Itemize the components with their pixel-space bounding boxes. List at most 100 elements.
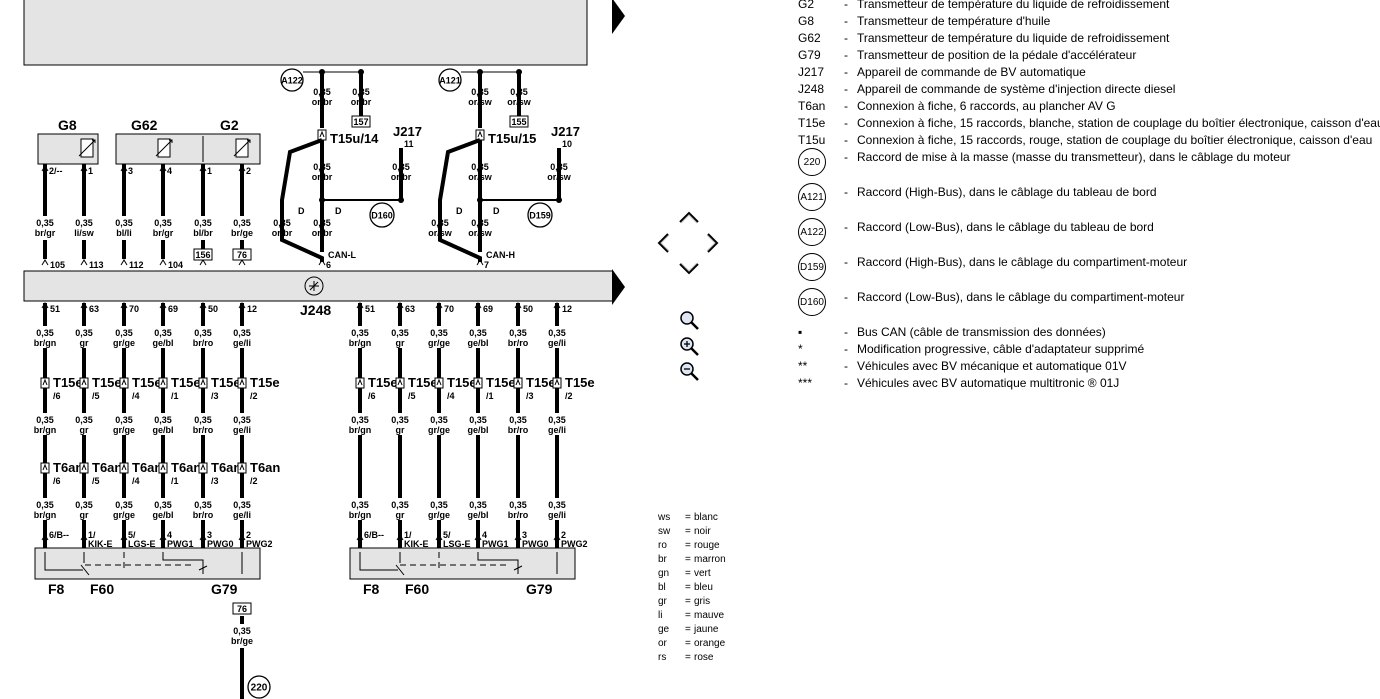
wire-section-label: 0,35 xyxy=(509,415,527,425)
wire-section-label: 0,35 xyxy=(273,218,291,228)
switch-f60-label: F60 xyxy=(405,581,429,597)
legend-description: Transmetteur de température du liquide d… xyxy=(857,31,1170,45)
switch-f60-label: F60 xyxy=(90,581,114,597)
potentiometer-symbol xyxy=(162,552,243,574)
section-next-arrow-icon[interactable] xyxy=(612,269,625,305)
legend-row: A121-Raccord (High-Bus), dans le câblage… xyxy=(798,183,1380,219)
color-code: gr xyxy=(658,596,667,607)
pedal-pin-number: 4 xyxy=(482,530,487,540)
t15e-connector-label: T15e xyxy=(53,375,83,390)
wire-label-background xyxy=(34,498,56,520)
connector-pin-mark xyxy=(397,378,403,386)
connector-pin-icon xyxy=(198,377,208,389)
j217-label: J217 xyxy=(551,124,580,139)
sensor-pin-arrow xyxy=(120,165,128,172)
d-label: D xyxy=(335,206,342,216)
wire-label-background xyxy=(73,326,95,348)
nav-up-icon[interactable] xyxy=(678,210,700,224)
wire-color-label: br/gn xyxy=(349,425,372,435)
d-label: D xyxy=(493,206,500,216)
legend-connection-circle: A121 xyxy=(798,183,826,211)
wire-label-background xyxy=(231,498,253,520)
connection-point-circle xyxy=(527,202,553,228)
control-unit-pin-number: 70 xyxy=(129,304,139,314)
d-label: D xyxy=(456,206,463,216)
control-unit-pin-number: 50 xyxy=(523,304,533,314)
color-name: blanc xyxy=(694,512,718,523)
wire-color-label: br/ro xyxy=(508,425,529,435)
upper-section-frame xyxy=(23,0,588,66)
pedal-pin-number: 6/B-- xyxy=(49,530,69,540)
junction-dot xyxy=(398,197,404,203)
wire-section-label: 0,35 xyxy=(352,87,370,97)
zoom-out-icon[interactable] xyxy=(678,360,700,382)
navigation-controls xyxy=(648,205,728,385)
connector-pin-icon xyxy=(395,377,405,389)
wire-section-label: 0,35 xyxy=(548,328,566,338)
nav-left-icon[interactable] xyxy=(656,232,670,254)
wire-color-label: bl/li xyxy=(116,228,132,238)
legend-row: G62-Transmetteur de température du liqui… xyxy=(798,30,1380,47)
legend-code: T15e xyxy=(798,116,826,130)
legend-separator: - xyxy=(844,185,848,199)
wire-label-background xyxy=(192,498,214,520)
connection-point-circle xyxy=(369,202,395,228)
sensor-pin-arrow xyxy=(356,534,364,541)
t15e-connector-label: T15e xyxy=(250,375,280,390)
connector-pin-mark xyxy=(200,463,206,471)
color-name: mauve xyxy=(694,610,725,621)
switch-link xyxy=(400,552,508,570)
t15e-connector-label: T15e xyxy=(408,375,438,390)
connector-pin-mark xyxy=(42,378,48,386)
control-unit-label: J248 xyxy=(300,302,331,318)
legend-description: Appareil de commande de système d'inject… xyxy=(857,82,1176,96)
wire-color-label: ge/bl xyxy=(467,338,488,348)
legend-code: G8 xyxy=(798,14,815,28)
color-code: ro xyxy=(658,540,667,551)
wire-section-label: 0,35 xyxy=(233,218,251,228)
page-prev-arrow-icon[interactable] xyxy=(612,0,625,34)
control-unit-pin-arrow xyxy=(199,259,207,266)
legend-separator: - xyxy=(844,220,848,234)
color-name: rose xyxy=(694,652,714,663)
nav-down-icon[interactable] xyxy=(678,262,700,276)
legend-separator: - xyxy=(844,342,848,356)
wire-section-label: 0,35 xyxy=(351,328,369,338)
zoom-icon[interactable] xyxy=(678,309,700,331)
color-equals: = xyxy=(685,582,691,593)
zoom-in-icon[interactable] xyxy=(678,335,700,357)
wire-label-background xyxy=(546,498,568,520)
reference-number: 156 xyxy=(195,250,210,260)
reference-box xyxy=(232,248,252,261)
wire-color-label: gr xyxy=(396,510,405,520)
wire-color-label: br/gn xyxy=(34,338,57,348)
connection-point-label: D160 xyxy=(371,211,393,221)
legend-code: ▪ xyxy=(798,325,803,339)
thermistor-arrow xyxy=(78,139,96,157)
sensor-g79-label: G79 xyxy=(526,581,553,597)
connector-pin-icon xyxy=(473,377,483,389)
t6an-pin-label: /4 xyxy=(132,476,140,486)
pedal-pin-signal: PWG1 xyxy=(482,539,509,549)
legend-separator: - xyxy=(844,325,848,339)
t15e-pin-label: /4 xyxy=(447,391,455,401)
legend-row: G8-Transmetteur de température d'huile xyxy=(798,13,1380,30)
wire-section-label: 0,35 xyxy=(233,328,251,338)
wire-section-label: 0,35 xyxy=(154,328,172,338)
wire-color-label: gr/ge xyxy=(113,425,135,435)
wire-label-background xyxy=(192,326,214,348)
wire-color-label: or/br xyxy=(272,228,293,238)
t15e-connector-label: T15e xyxy=(565,375,595,390)
legend-row: ▪-Bus CAN (câble de transmission des don… xyxy=(798,324,1380,341)
wire-color-label: ge/li xyxy=(233,425,251,435)
t15e-pin-label: /1 xyxy=(486,391,494,401)
wire-color-label: br/ge xyxy=(231,636,253,646)
legend-description: Véhicules avec BV mécanique et automatiq… xyxy=(857,359,1127,373)
control-unit-pin-number: 63 xyxy=(89,304,99,314)
wire-label-background xyxy=(467,413,489,435)
thermistor-arrow xyxy=(233,139,251,157)
wire-label-background xyxy=(389,413,411,435)
nav-right-icon[interactable] xyxy=(706,232,720,254)
wire-color-label: br/ro xyxy=(193,425,214,435)
can-twisted-wire xyxy=(438,138,482,262)
